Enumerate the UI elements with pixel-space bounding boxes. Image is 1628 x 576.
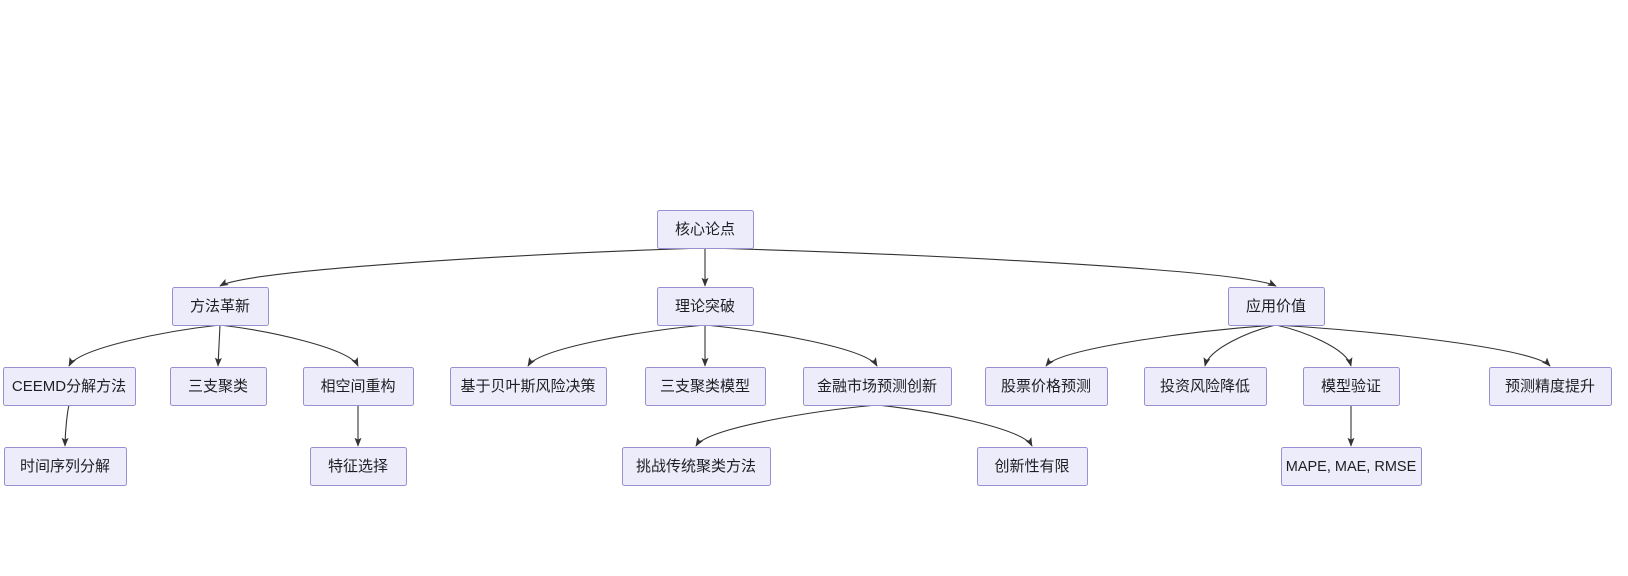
node-box-l3b[interactable]: [310, 447, 407, 486]
node-box-l2h[interactable]: [1144, 367, 1267, 406]
node-l2c[interactable]: 相空间重构: [303, 367, 414, 406]
node-box-l2a[interactable]: [3, 367, 136, 406]
edge-l1a-to-l2b: [214, 324, 222, 367]
node-label-root: 核心论点: [675, 221, 735, 238]
node-label-l3a: 时间序列分解: [20, 458, 110, 475]
node-box-l3d[interactable]: [977, 447, 1088, 486]
edge-l2f-to-l3c: [695, 404, 878, 447]
node-l2g[interactable]: 股票价格预测: [985, 367, 1108, 406]
node-l2h[interactable]: 投资风险降低: [1144, 367, 1267, 406]
node-label-l2b: 三支聚类: [188, 378, 248, 395]
node-box-l3e[interactable]: [1281, 447, 1422, 486]
edge-l1a-to-l2a: [68, 324, 221, 367]
node-box-l2g[interactable]: [985, 367, 1108, 406]
node-label-l2c: 相空间重构: [320, 378, 395, 395]
edge-l1c-to-l2g: [1045, 324, 1277, 367]
node-label-l1b: 理论突破: [675, 298, 735, 315]
node-l3a[interactable]: 时间序列分解: [4, 447, 127, 486]
node-box-l2i[interactable]: [1303, 367, 1400, 406]
node-label-l1c: 应用价值: [1246, 297, 1306, 315]
node-label-l2i: 模型验证: [1321, 378, 1381, 395]
node-box-root[interactable]: [657, 210, 754, 249]
node-label-l2e: 三支聚类模型: [660, 378, 750, 395]
node-label-l3d: 创新性有限: [994, 458, 1069, 475]
node-box-l2b[interactable]: [170, 367, 267, 406]
node-l3d[interactable]: 创新性有限: [977, 447, 1088, 486]
node-l2d[interactable]: 基于贝叶斯风险决策: [450, 367, 607, 406]
edge-l1c-to-l2j: [1275, 324, 1551, 367]
node-box-l3a[interactable]: [4, 447, 127, 486]
node-l2e[interactable]: 三支聚类模型: [645, 367, 766, 406]
node-box-l1c[interactable]: [1228, 287, 1325, 326]
node-box-l2j[interactable]: [1489, 367, 1612, 406]
node-box-l2d[interactable]: [450, 367, 607, 406]
edge-l1c-to-l2i: [1275, 324, 1353, 367]
edges-layer: [61, 247, 1551, 447]
node-box-l1a[interactable]: [172, 287, 269, 326]
node-l3c[interactable]: 挑战传统聚类方法: [622, 447, 771, 486]
node-l1b[interactable]: 理论突破: [657, 287, 754, 326]
node-label-l1a: 方法革新: [190, 298, 250, 315]
node-l3e[interactable]: MAPE, MAE, RMSE: [1281, 447, 1422, 486]
node-label-l2d: 基于贝叶斯风险决策: [460, 378, 595, 395]
node-l3b[interactable]: 特征选择: [310, 447, 407, 486]
node-l1a[interactable]: 方法革新: [172, 287, 269, 326]
node-box-l1b[interactable]: [657, 287, 754, 326]
node-label-l2f: 金融市场预测创新: [817, 378, 937, 395]
node-label-l2g: 股票价格预测: [1001, 378, 1091, 395]
node-l1c[interactable]: 应用价值: [1228, 287, 1325, 326]
node-box-l3c[interactable]: [622, 447, 771, 486]
node-box-l2e[interactable]: [645, 367, 766, 406]
edge-l1b-to-l2d: [527, 324, 706, 367]
node-label-l3b: 特征选择: [328, 458, 388, 475]
node-box-l2c[interactable]: [303, 367, 414, 406]
edge-l1c-to-l2h: [1203, 324, 1277, 367]
node-box-l2f[interactable]: [803, 367, 952, 406]
node-l2a[interactable]: CEEMD分解方法: [3, 367, 136, 406]
edge-l2a-to-l3a: [61, 404, 70, 447]
node-label-l2j: 预测精度提升: [1505, 378, 1595, 395]
node-label-l3c: 挑战传统聚类方法: [636, 458, 756, 475]
node-l2i[interactable]: 模型验证: [1303, 367, 1400, 406]
edge-root-to-l1a: [219, 247, 706, 287]
node-l2f[interactable]: 金融市场预测创新: [803, 367, 952, 406]
node-label-l2h: 投资风险降低: [1160, 378, 1250, 395]
node-root[interactable]: 核心论点: [657, 210, 754, 249]
node-label-l3e: MAPE, MAE, RMSE: [1286, 459, 1417, 475]
edge-l2f-to-l3d: [876, 404, 1033, 447]
edge-l1b-to-l2f: [704, 324, 878, 367]
edge-l1a-to-l2c: [219, 324, 359, 367]
edge-root-to-l1c: [704, 247, 1277, 287]
node-l2b[interactable]: 三支聚类: [170, 367, 267, 406]
node-label-l2a: CEEMD分解方法: [12, 378, 126, 395]
node-l2j[interactable]: 预测精度提升: [1489, 367, 1612, 406]
